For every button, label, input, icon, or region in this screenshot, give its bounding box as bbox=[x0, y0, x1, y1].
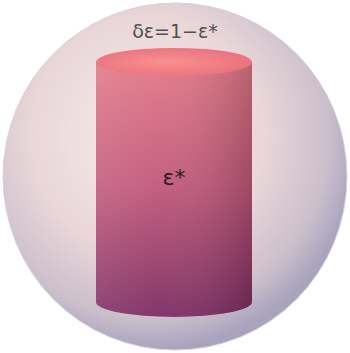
sphere-region: δε=1−ε* ε* bbox=[2, 2, 348, 351]
region-label: δε=1−ε* bbox=[132, 20, 218, 42]
cylinder-top bbox=[96, 48, 252, 76]
cylinder-shade bbox=[96, 62, 252, 317]
sphere-body bbox=[3, 3, 347, 350]
region-label: ε* bbox=[163, 165, 186, 190]
cylinder-region: ε* bbox=[95, 47, 253, 317]
cylinder-body bbox=[96, 62, 252, 317]
